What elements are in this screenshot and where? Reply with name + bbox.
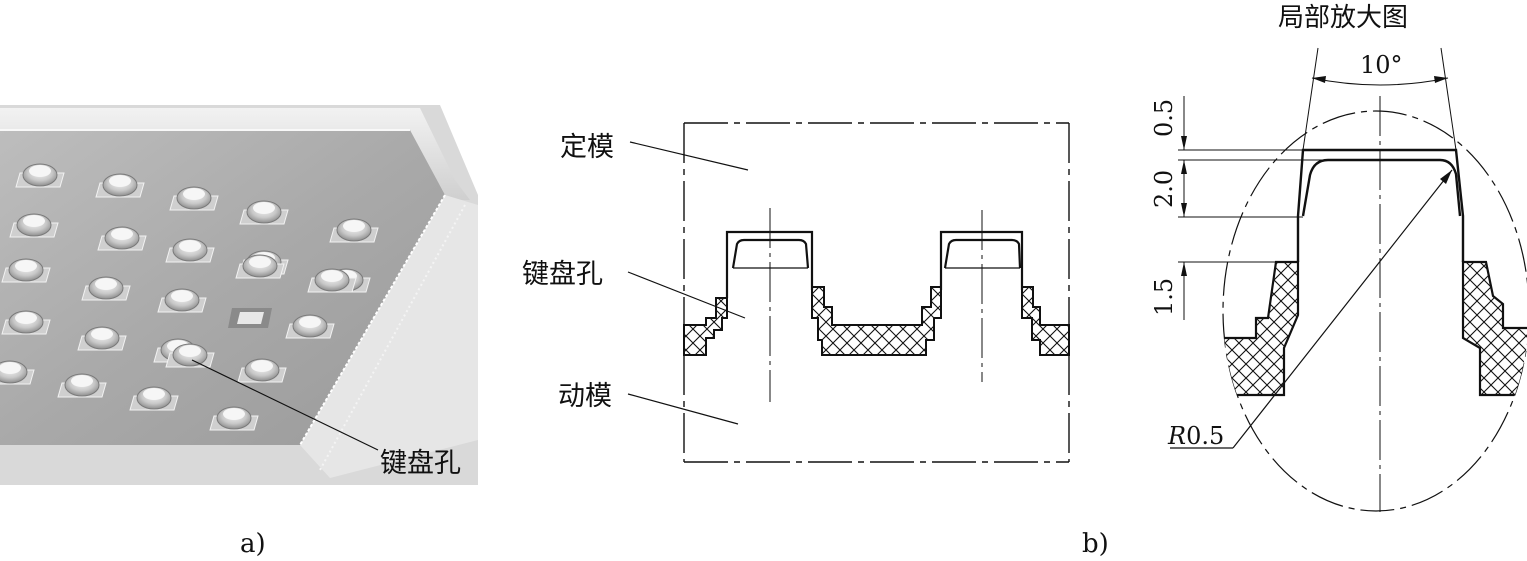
angle-ext-left xyxy=(1302,47,1319,151)
detail-part-right xyxy=(1461,260,1527,397)
angle-arc xyxy=(1311,77,1449,86)
key-boss xyxy=(15,163,65,188)
square-opening xyxy=(228,308,272,328)
key-boss xyxy=(235,254,285,279)
part-left xyxy=(683,297,728,356)
fixed-mold-label: 定模 xyxy=(560,132,614,163)
plate-recess xyxy=(0,130,445,445)
radius-label: R0.5 xyxy=(1167,422,1224,450)
key-boss xyxy=(0,360,35,385)
detail-dome-inner xyxy=(1301,158,1462,217)
radius-leader xyxy=(1232,169,1453,449)
part-middle xyxy=(811,286,942,356)
detail-view xyxy=(1170,47,1527,512)
arrow-05 xyxy=(1181,136,1187,150)
detail-title: 局部放大图 xyxy=(1278,3,1408,33)
key-boss xyxy=(329,218,379,243)
keyhole-leader-a xyxy=(191,359,379,451)
arrow-15 xyxy=(1181,262,1187,276)
detail-part-left xyxy=(1223,260,1300,397)
key-boss xyxy=(209,406,259,431)
key-boss xyxy=(57,373,107,398)
arrow-20-top xyxy=(1181,160,1187,174)
key-boss xyxy=(285,314,335,339)
radius-arrow xyxy=(1440,170,1452,184)
caption-a: a) xyxy=(240,529,266,559)
keyhole-label-b: 键盘孔 xyxy=(522,259,603,290)
key-boss xyxy=(165,343,215,368)
arrow-20-bottom xyxy=(1181,203,1187,217)
key-boss xyxy=(169,186,219,211)
plate-rim-right xyxy=(300,195,478,478)
rim-edge xyxy=(299,194,446,446)
key-boss xyxy=(1,258,51,283)
angle-ext-right xyxy=(1440,47,1457,151)
dome-left-inner xyxy=(731,238,810,269)
key-boss xyxy=(1,310,51,335)
angle-label: 10° xyxy=(1360,51,1403,79)
rim-outer xyxy=(319,204,466,471)
angle-arrow-right xyxy=(1434,76,1448,83)
moving-mold-leader xyxy=(627,393,739,425)
key-boss xyxy=(9,213,59,238)
dim-15-label: 1.5 xyxy=(1150,278,1178,316)
key-boss xyxy=(129,386,179,411)
mold-section xyxy=(627,122,1070,463)
part-right xyxy=(1021,286,1070,356)
keyhole-label-a: 键盘孔 xyxy=(380,448,461,479)
fixed-mold-leader xyxy=(629,141,749,171)
dim-20-label: 2.0 xyxy=(1150,170,1178,208)
moving-mold-label: 动模 xyxy=(558,381,612,412)
keyhole-leader-b xyxy=(627,271,746,319)
key-boss xyxy=(97,226,147,251)
keypad-render xyxy=(0,105,478,485)
angle-arrow-left xyxy=(1312,76,1326,83)
dim-05-label: 0.5 xyxy=(1150,99,1178,137)
key-boss xyxy=(157,288,207,313)
key-boss xyxy=(165,238,215,263)
key-boss xyxy=(239,200,289,225)
key-boss xyxy=(95,173,145,198)
key-boss xyxy=(237,358,287,383)
detail-boundary xyxy=(1222,110,1527,512)
key-boss xyxy=(77,326,127,351)
key-boss xyxy=(307,268,357,293)
caption-b: b) xyxy=(1082,529,1109,559)
key-boss xyxy=(81,276,131,301)
dome-right-inner xyxy=(943,238,1022,269)
